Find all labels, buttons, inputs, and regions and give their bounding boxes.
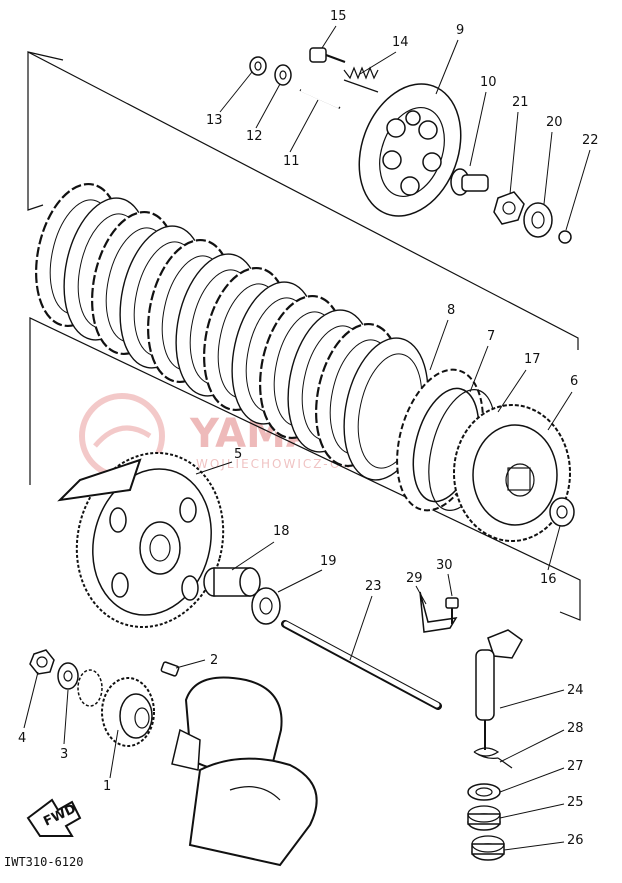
bearing-upper	[467, 805, 501, 831]
callout-4: 4	[18, 731, 26, 746]
callout-30: 30	[436, 558, 453, 573]
pressure-plate	[358, 83, 462, 217]
crankshaft	[171, 676, 318, 867]
callout-20: 20	[546, 115, 563, 130]
leader-line-9	[435, 39, 459, 95]
thrust-washer	[549, 497, 575, 527]
callout-28: 28	[567, 721, 584, 736]
bearing-lower	[471, 835, 505, 861]
nut-small	[249, 56, 267, 76]
leader-line-28	[499, 729, 565, 763]
leader-line-10	[469, 91, 487, 167]
lower-assembly-frame	[29, 317, 581, 621]
clutch-plate-stack	[35, 182, 429, 481]
leader-line-4	[23, 671, 39, 729]
primary-drive-gear	[77, 669, 155, 747]
callout-7: 7	[487, 329, 495, 344]
leader-line-6	[547, 391, 573, 431]
leader-line-11	[289, 99, 319, 153]
leader-line-17	[497, 369, 527, 413]
leader-line-18	[231, 541, 275, 571]
forward-arrow-icon: FWD	[26, 798, 82, 837]
push-lever-shaft	[475, 629, 523, 750]
leader-line-8	[429, 319, 449, 371]
callout-27: 27	[567, 759, 584, 774]
leader-line-29	[415, 585, 427, 605]
leader-line-22	[565, 149, 591, 231]
callout-11: 11	[283, 154, 300, 169]
callout-17: 17	[524, 352, 541, 367]
leader-line-3	[63, 689, 69, 745]
leader-lines	[23, 25, 591, 851]
leader-line-14	[359, 51, 397, 75]
leader-line-25	[499, 803, 565, 819]
leader-line-30	[447, 573, 453, 597]
callout-25: 25	[567, 795, 584, 810]
push-rod-end	[450, 168, 489, 196]
leader-line-12	[255, 83, 281, 129]
leader-line-23	[349, 595, 373, 661]
leader-line-24	[499, 689, 565, 709]
spacer-washer	[251, 587, 281, 625]
callout-16: 16	[540, 572, 557, 587]
locknut	[493, 191, 525, 225]
callout-23: 23	[365, 579, 382, 594]
nut-crank	[29, 649, 55, 675]
callout-21: 21	[512, 95, 529, 110]
screw	[445, 597, 459, 624]
callout-18: 18	[273, 524, 290, 539]
callout-13: 13	[206, 113, 223, 128]
callout-9: 9	[456, 23, 464, 38]
callout-26: 26	[567, 833, 584, 848]
leader-line-2	[175, 659, 206, 669]
callout-22: 22	[582, 133, 599, 148]
callout-5: 5	[234, 447, 242, 462]
callout-8: 8	[447, 303, 455, 318]
leader-line-5	[195, 461, 233, 475]
leader-line-15	[321, 25, 337, 49]
drawing-code: IWT310-6120	[4, 855, 83, 869]
oil-seal	[467, 783, 501, 801]
leader-line-13	[219, 71, 253, 113]
bolt	[309, 47, 346, 63]
leader-line-16	[547, 525, 561, 571]
push-rod-short	[299, 88, 341, 109]
callout-3: 3	[60, 747, 68, 762]
callout-14: 14	[392, 35, 409, 50]
callout-10: 10	[480, 75, 497, 90]
lock-washer	[523, 202, 553, 238]
woodruff-key	[160, 661, 180, 677]
clutch-housing	[57, 451, 225, 629]
callout-15: 15	[330, 9, 347, 24]
spacer-bushing	[203, 567, 261, 597]
callout-1: 1	[103, 779, 111, 794]
return-spring	[473, 747, 513, 769]
leader-line-1	[109, 729, 119, 779]
callout-29: 29	[406, 571, 423, 586]
leader-line-19	[277, 569, 323, 593]
callout-12: 12	[246, 129, 263, 144]
leader-line-26	[503, 841, 565, 851]
push-rod-long	[281, 620, 442, 710]
callout-2: 2	[210, 653, 218, 668]
primary-driven-gear	[453, 404, 571, 542]
callout-24: 24	[567, 683, 584, 698]
callout-19: 19	[320, 554, 337, 569]
callout-labels: 1234567891011121314151617181920212223242…	[18, 9, 599, 848]
washer-crank	[57, 662, 79, 690]
callout-6: 6	[570, 374, 578, 389]
steel-ball	[558, 230, 572, 244]
leader-line-27	[499, 767, 565, 793]
clutch-spring	[343, 66, 379, 93]
upper-assembly-frame	[27, 51, 579, 350]
leader-line-7	[469, 345, 489, 393]
washer-small	[274, 64, 292, 86]
leader-line-20	[543, 131, 553, 205]
leader-line-21	[509, 111, 519, 195]
